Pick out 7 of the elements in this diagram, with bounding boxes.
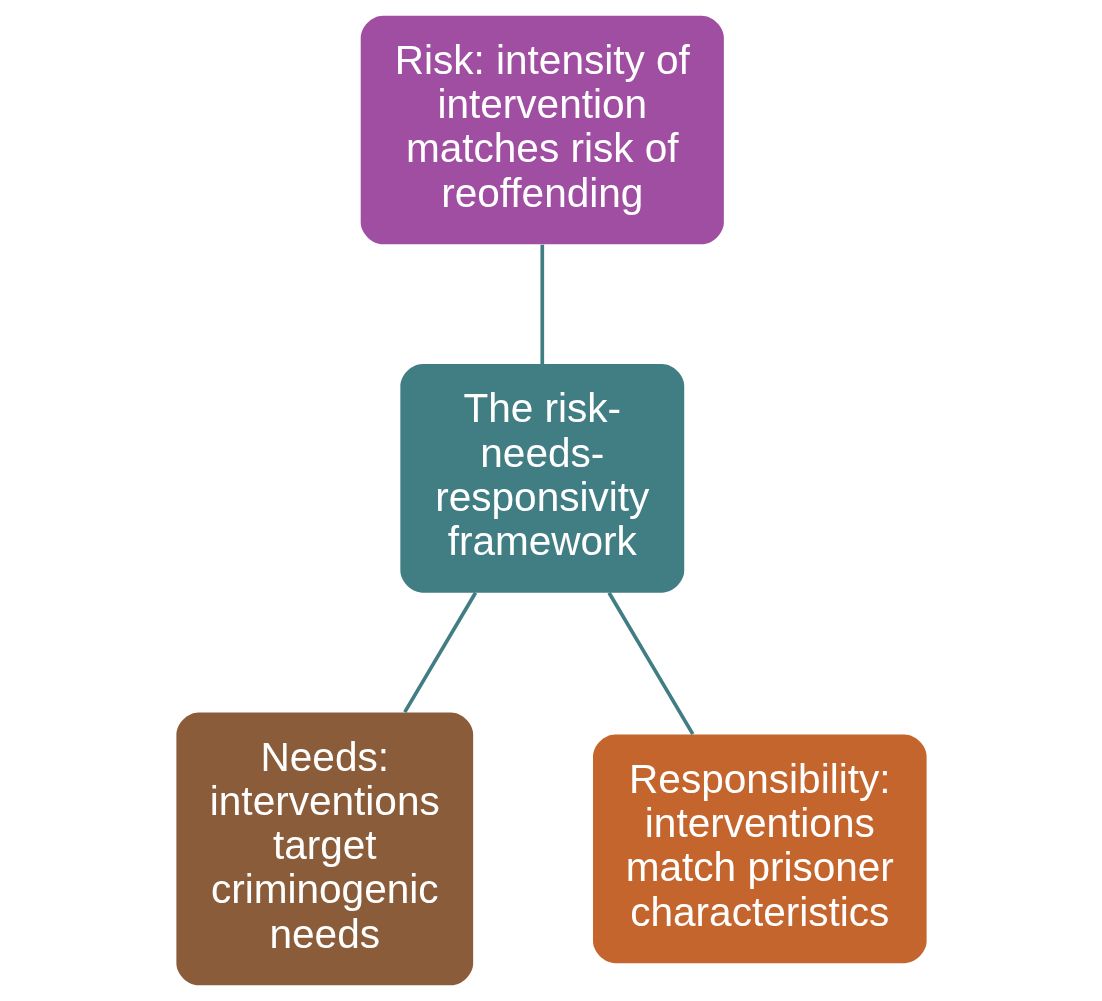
node-box: Risk: intensity of intervention matches risk of reoffending — [360, 15, 724, 245]
connector — [402, 591, 477, 714]
connector — [606, 591, 694, 735]
node-box: The risk-needs-responsivity framework — [399, 364, 684, 593]
connector — [539, 244, 544, 364]
node-box: Needs: interventions target criminogenic needs — [175, 712, 473, 986]
node-box: Responsibility: interventions match prisoner characteristics — [592, 734, 927, 964]
